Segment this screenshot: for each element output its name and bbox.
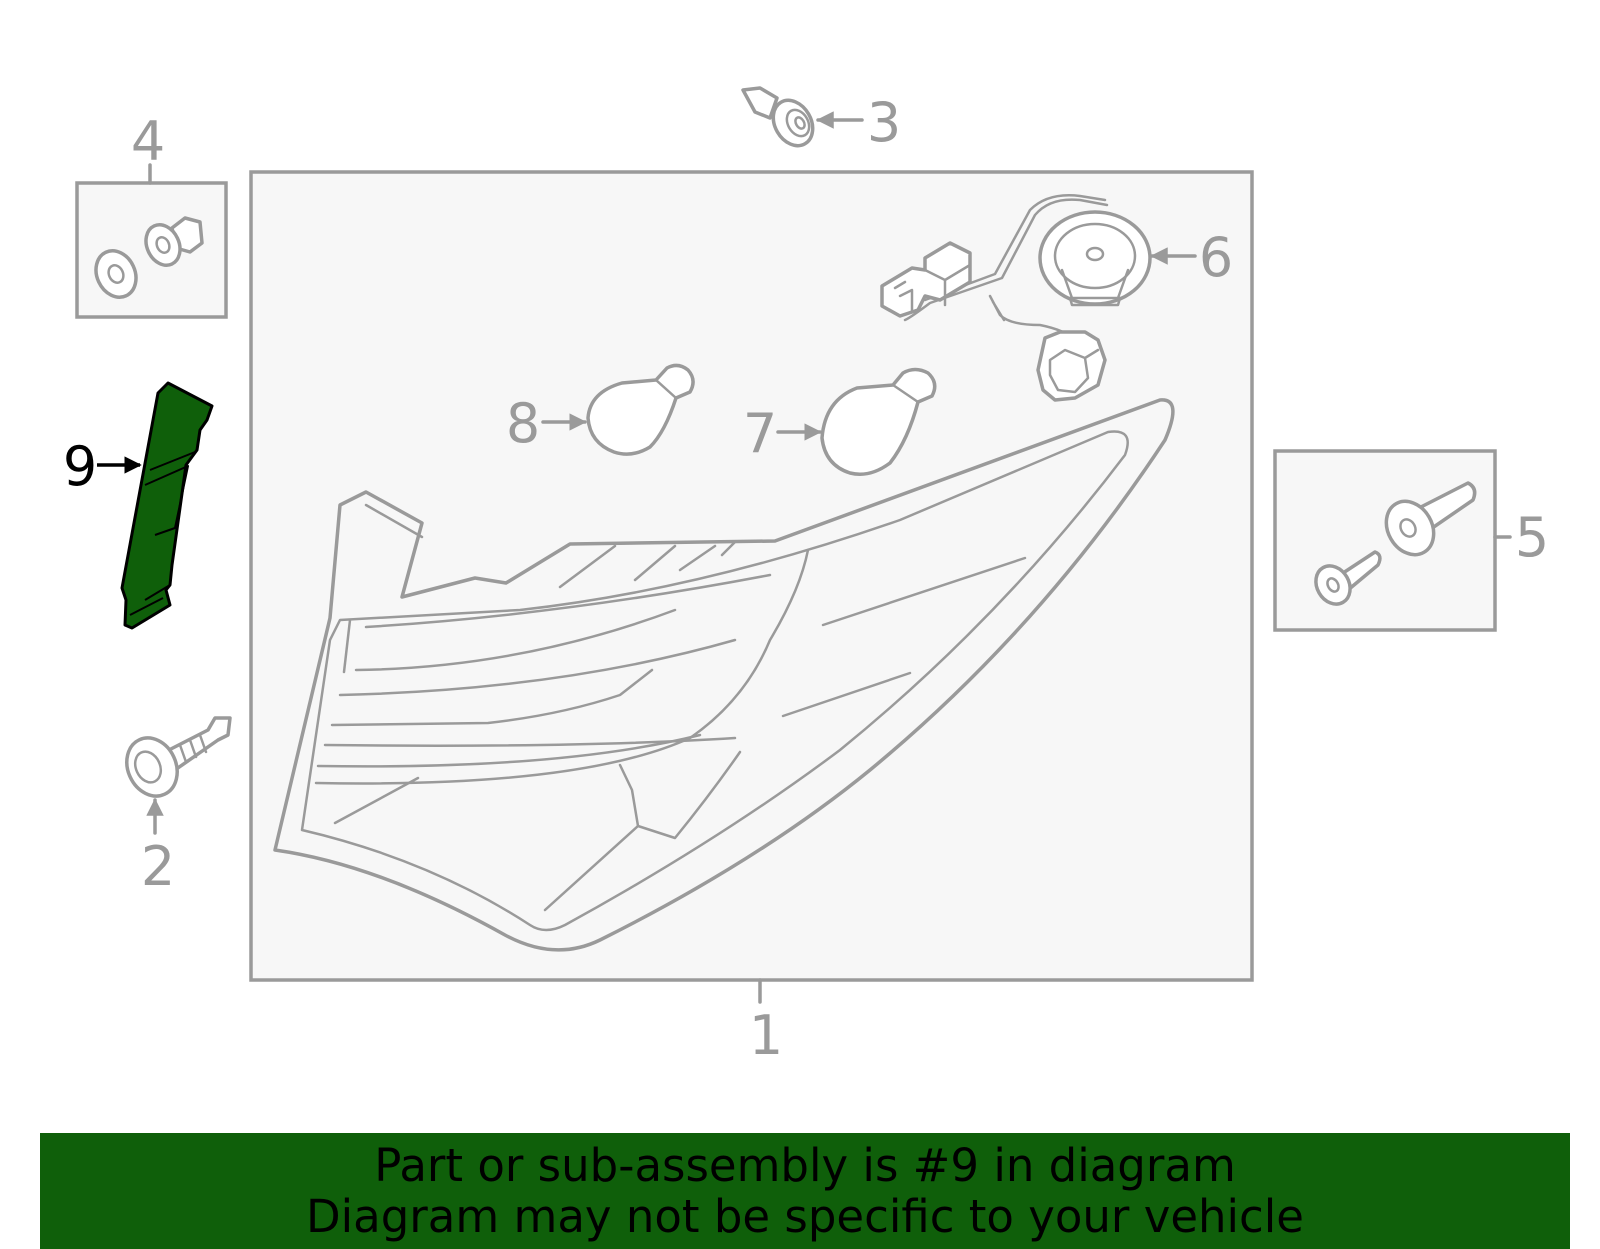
lens-ridge-3 — [338, 638, 737, 697]
bulb-8-glass — [586, 363, 695, 456]
bulb-8-base — [654, 378, 678, 400]
callout-7: 7 — [743, 402, 777, 465]
tail-lamp-housing — [273, 398, 1175, 952]
socket-ring-mid — [1053, 222, 1137, 290]
socket-center — [1085, 246, 1105, 262]
tail-lamp-assembly-group — [249, 170, 1254, 982]
tail-lamp-lens-inner — [300, 430, 1129, 932]
nut-4-face — [144, 223, 182, 267]
lens-ridge-15 — [342, 618, 352, 674]
bulb-7-base — [891, 383, 920, 404]
callout-4: 4 — [131, 110, 165, 173]
callout-5: 5 — [1515, 506, 1549, 569]
lens-ridge-12 — [618, 763, 640, 828]
leader-lines — [97, 111, 1512, 1004]
banner-line-2: Diagram may not be specific to your vehi… — [306, 1190, 1304, 1243]
pin-5-large-hole — [1399, 518, 1417, 538]
socket-body — [1060, 268, 1130, 307]
lens-ridge-14 — [558, 540, 737, 589]
banner-line-1: Part or sub-assembly is #9 in diagram — [374, 1139, 1236, 1192]
bolt-2-shank — [163, 716, 232, 772]
callout-1: 1 — [749, 1004, 783, 1067]
callout-labels: 1 2 3 4 5 6 7 8 9 — [63, 91, 1549, 1067]
pin-5-small-head — [1314, 564, 1352, 606]
lens-ridge-6 — [316, 733, 702, 768]
lens-ridge-4 — [330, 668, 654, 727]
bolt-2-head — [125, 736, 179, 798]
nut-4-hole — [155, 236, 171, 254]
bolt-2-ring — [133, 750, 163, 784]
lens-ridge-9 — [821, 556, 1027, 627]
callout-8: 8 — [506, 392, 540, 455]
connector-detail — [893, 263, 972, 314]
bolt-2 — [125, 716, 232, 798]
washer-4-hole — [107, 264, 125, 284]
lens-ridge-8 — [333, 776, 420, 825]
callout-6: 6 — [1199, 226, 1233, 289]
box-5 — [1273, 449, 1497, 632]
lens-ridge-11 — [543, 750, 742, 912]
assembly-box — [249, 170, 1254, 982]
callout-2: 2 — [141, 835, 175, 898]
screw-3 — [741, 86, 815, 148]
pin-5-large-head — [1384, 499, 1436, 557]
pin-5-small-hole — [1326, 577, 1340, 593]
bulb-8 — [586, 363, 695, 456]
lens-ridge-13 — [364, 503, 424, 539]
callout-9: 9 — [63, 435, 97, 498]
socket-wiring-harness — [880, 194, 1152, 402]
screw-3-ring — [785, 108, 811, 138]
info-banner: Part or sub-assembly is #9 in diagram Di… — [40, 1133, 1570, 1249]
lens-ridge-7 — [314, 548, 810, 785]
hardware-kit-4 — [75, 181, 228, 319]
lens-ridge-5 — [323, 736, 737, 747]
hardware-kit-5 — [1273, 449, 1497, 632]
lens-ridge-2 — [354, 608, 677, 672]
bulb-7 — [820, 367, 937, 476]
lens-ridge-10 — [781, 671, 912, 718]
lens-ridge-1 — [364, 573, 772, 629]
bracket-9-detail — [129, 382, 196, 616]
bracket-9 — [120, 381, 214, 630]
bolt-2-threads — [178, 733, 208, 764]
socket-ring-outer — [1038, 210, 1152, 306]
bracket-9-highlighted — [120, 381, 214, 630]
washer-4 — [94, 249, 138, 299]
wedge-socket-detail — [1048, 348, 1100, 394]
screw-3-center — [794, 116, 806, 130]
callout-3: 3 — [867, 91, 901, 154]
